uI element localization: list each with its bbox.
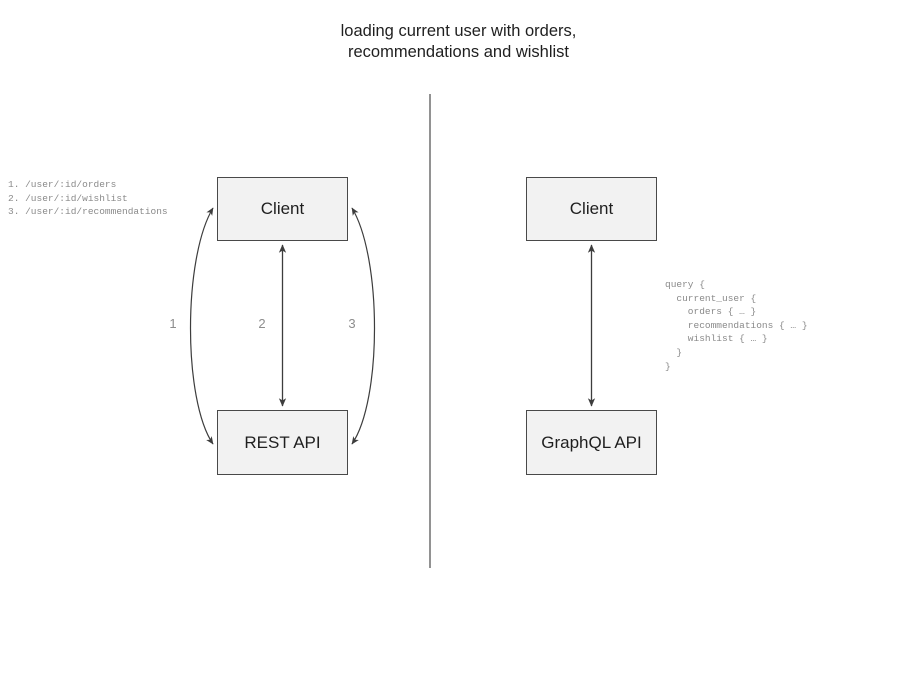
node-client-rest[interactable]: Client bbox=[217, 177, 348, 241]
page-title: loading current user with orders, recomm… bbox=[340, 22, 577, 61]
rest-edge-1 bbox=[189, 207, 214, 445]
node-graphql-api[interactable]: GraphQL API bbox=[526, 410, 657, 475]
node-client-graphql-label: Client bbox=[569, 199, 614, 218]
graphql-query-snippet: query { current_user { orders { … } reco… bbox=[665, 279, 808, 372]
edge-label-1: 1 bbox=[169, 316, 177, 331]
node-rest-api[interactable]: REST API bbox=[217, 410, 348, 475]
node-graphql-api-label: GraphQL API bbox=[541, 432, 642, 452]
edge-label-2: 2 bbox=[258, 316, 266, 331]
rest-endpoint-list: 1. /user/:id/orders 2. /user/:id/wishlis… bbox=[8, 179, 168, 218]
node-client-graphql[interactable]: Client bbox=[526, 177, 657, 241]
node-client-rest-label: Client bbox=[260, 199, 305, 218]
node-rest-api-label: REST API bbox=[244, 432, 321, 452]
edge-label-3: 3 bbox=[348, 316, 356, 331]
